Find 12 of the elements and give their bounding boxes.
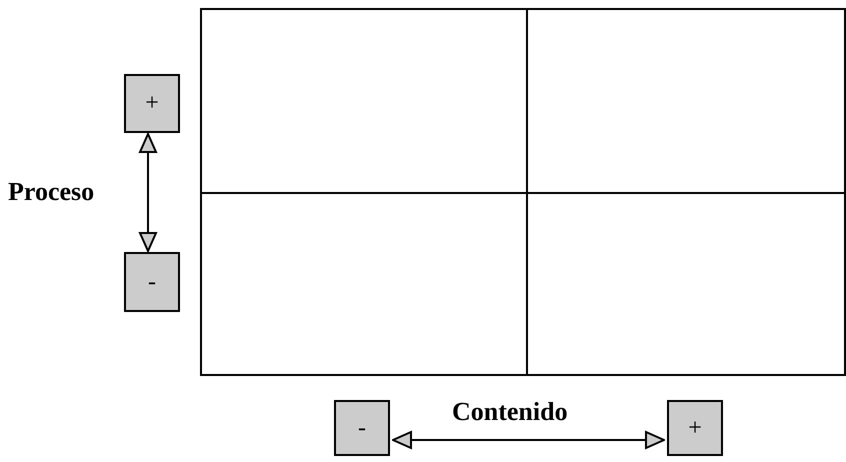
grid-cell [200,8,528,194]
double-arrow [139,133,157,252]
double-arrow [392,431,665,449]
sign-box: + [124,74,180,133]
grid-cell [526,8,846,194]
sign-box: - [334,400,390,456]
sign-box: - [124,252,180,312]
grid-cell [200,192,528,376]
axis-label: Proceso [8,179,94,205]
grid-cell [526,192,846,376]
sign-box: + [667,400,723,456]
axis-label: Contenido [452,399,568,425]
